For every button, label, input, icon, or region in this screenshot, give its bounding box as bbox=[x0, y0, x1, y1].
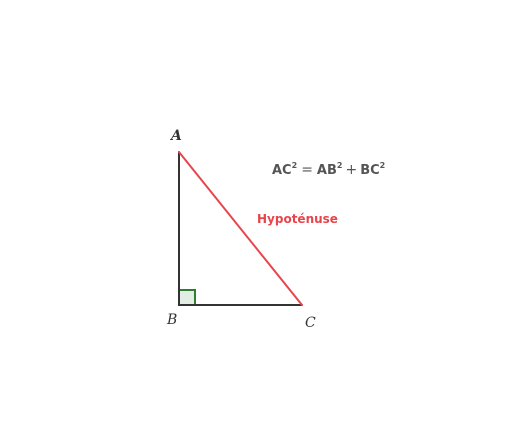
vertex-label-a: A bbox=[169, 128, 182, 144]
formula-term2: BC bbox=[360, 163, 379, 178]
formula-term1: AB bbox=[317, 163, 337, 178]
vertex-label-c: C bbox=[305, 315, 316, 331]
formula-lhs: AC bbox=[272, 163, 292, 178]
side-ac-hypotenuse bbox=[178, 151, 303, 306]
vertex-label-b: B bbox=[166, 312, 177, 328]
pythagorean-formula: AC2=AB2+BC2 bbox=[272, 161, 385, 178]
formula-plus: + bbox=[345, 162, 357, 178]
hypotenuse-label: Hypoténuse bbox=[257, 212, 338, 226]
formula-term1-exponent: 2 bbox=[337, 161, 343, 170]
right-angle-marker bbox=[178, 289, 196, 306]
formula-equals: = bbox=[301, 162, 313, 178]
formula-lhs-exponent: 2 bbox=[292, 161, 298, 170]
formula-term2-exponent: 2 bbox=[380, 161, 386, 170]
